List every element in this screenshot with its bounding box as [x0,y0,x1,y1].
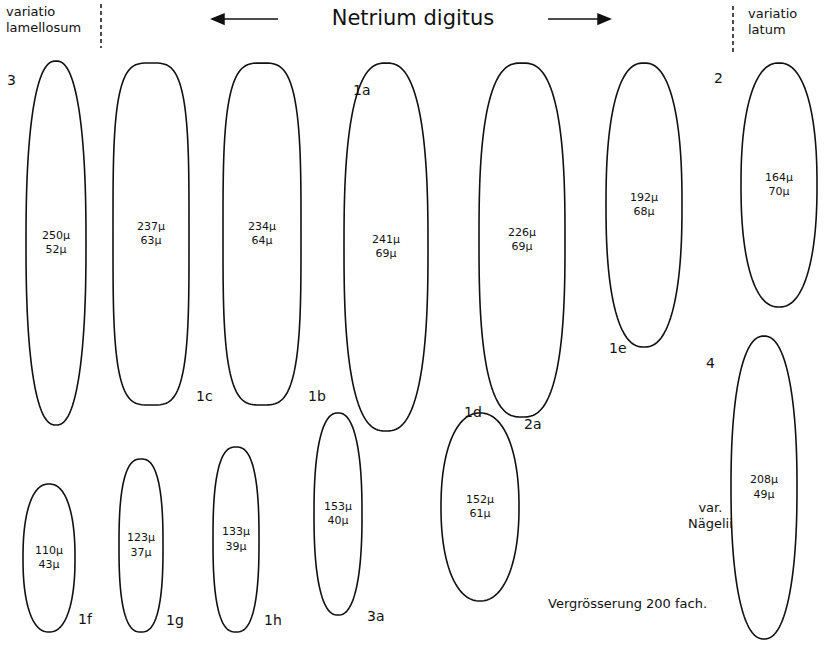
cell-outline: 250μ 52μ3 [25,60,87,426]
left-arrow-head [212,14,224,24]
callout-number: 1e [609,340,627,356]
cell-wall [441,413,519,601]
callout-number: 2 [714,70,723,86]
callout-number: 3a [367,608,385,624]
dimension-text: 133μ 39μ [222,525,250,554]
divider-dashed [732,6,734,52]
cell-wall [113,63,189,405]
cell-wall [479,63,565,417]
callout-number: 4 [706,355,715,371]
variety-label: variatio latum [748,6,797,39]
variety-label: var. Nägelii [688,500,733,533]
cell-wall [344,63,428,431]
cell-wall [314,413,362,615]
cell-outline: 241μ 69μ 1a [343,62,429,432]
variety-label: variatio lamellosum [6,4,81,37]
cell-outline: 164μ 70μ2 [740,62,818,308]
dimension-text: 234μ 64μ [248,220,276,249]
dimension-text: 208μ 49μ [750,473,778,502]
magnification-note: Vergrösserung 200 fach. [548,596,707,612]
cell-wall [23,484,75,632]
cell-outline: 110μ 43μ1f [22,483,76,633]
dimension-text: 241μ 69μ [372,233,400,262]
right-arrow-head [598,14,610,24]
callout-number: 1c [196,388,213,404]
dimension-text: 192μ 68μ [630,191,658,220]
dimension-text: 237μ 63μ [137,220,165,249]
dimension-text: 250μ 52μ [42,229,70,258]
callout-number: 1f [78,611,92,627]
callout-number: 1g [166,612,184,628]
callout-number: 1b [308,388,326,404]
cell-outline: 237μ 63μ1c [112,62,190,406]
callout-number: 1a [353,82,371,98]
dimension-text: 110μ 43μ [35,544,63,573]
dimension-text: 152μ 61μ [466,493,494,522]
cell-wall [606,63,682,347]
cell-outline: 234μ 64μ1b [222,62,302,406]
callout-number: 3 [7,72,16,88]
cell-outline: 133μ 39μ1h [212,446,260,633]
cell-wall [741,63,817,307]
dimension-text: 226μ 69μ [508,226,536,255]
cell-wall [26,61,86,425]
cell-wall [213,447,259,632]
divider-dashed [100,4,102,48]
dimension-text: 123μ 37μ [127,531,155,560]
cell-outline: 152μ 61μ2a [440,412,520,602]
cell-outline: 192μ 68μ1e [605,62,683,348]
diagram-title: Netrium digitus [332,6,495,30]
cell-wall [223,63,301,405]
dimension-text: 153μ 40μ [324,500,352,529]
cell-outline: 123μ 37μ1g [118,458,164,633]
cell-outline: 226μ 69μ1d [478,62,566,418]
dimension-text: 164μ 70μ [765,171,793,200]
cell-wall [119,459,163,632]
cell-outline: 153μ 40μ3a [313,412,363,616]
cell-wall [731,336,797,639]
cell-outline: 208μ 49μ4 [730,335,798,640]
callout-number: 1h [264,612,282,628]
callout-number: 2a [524,416,542,432]
